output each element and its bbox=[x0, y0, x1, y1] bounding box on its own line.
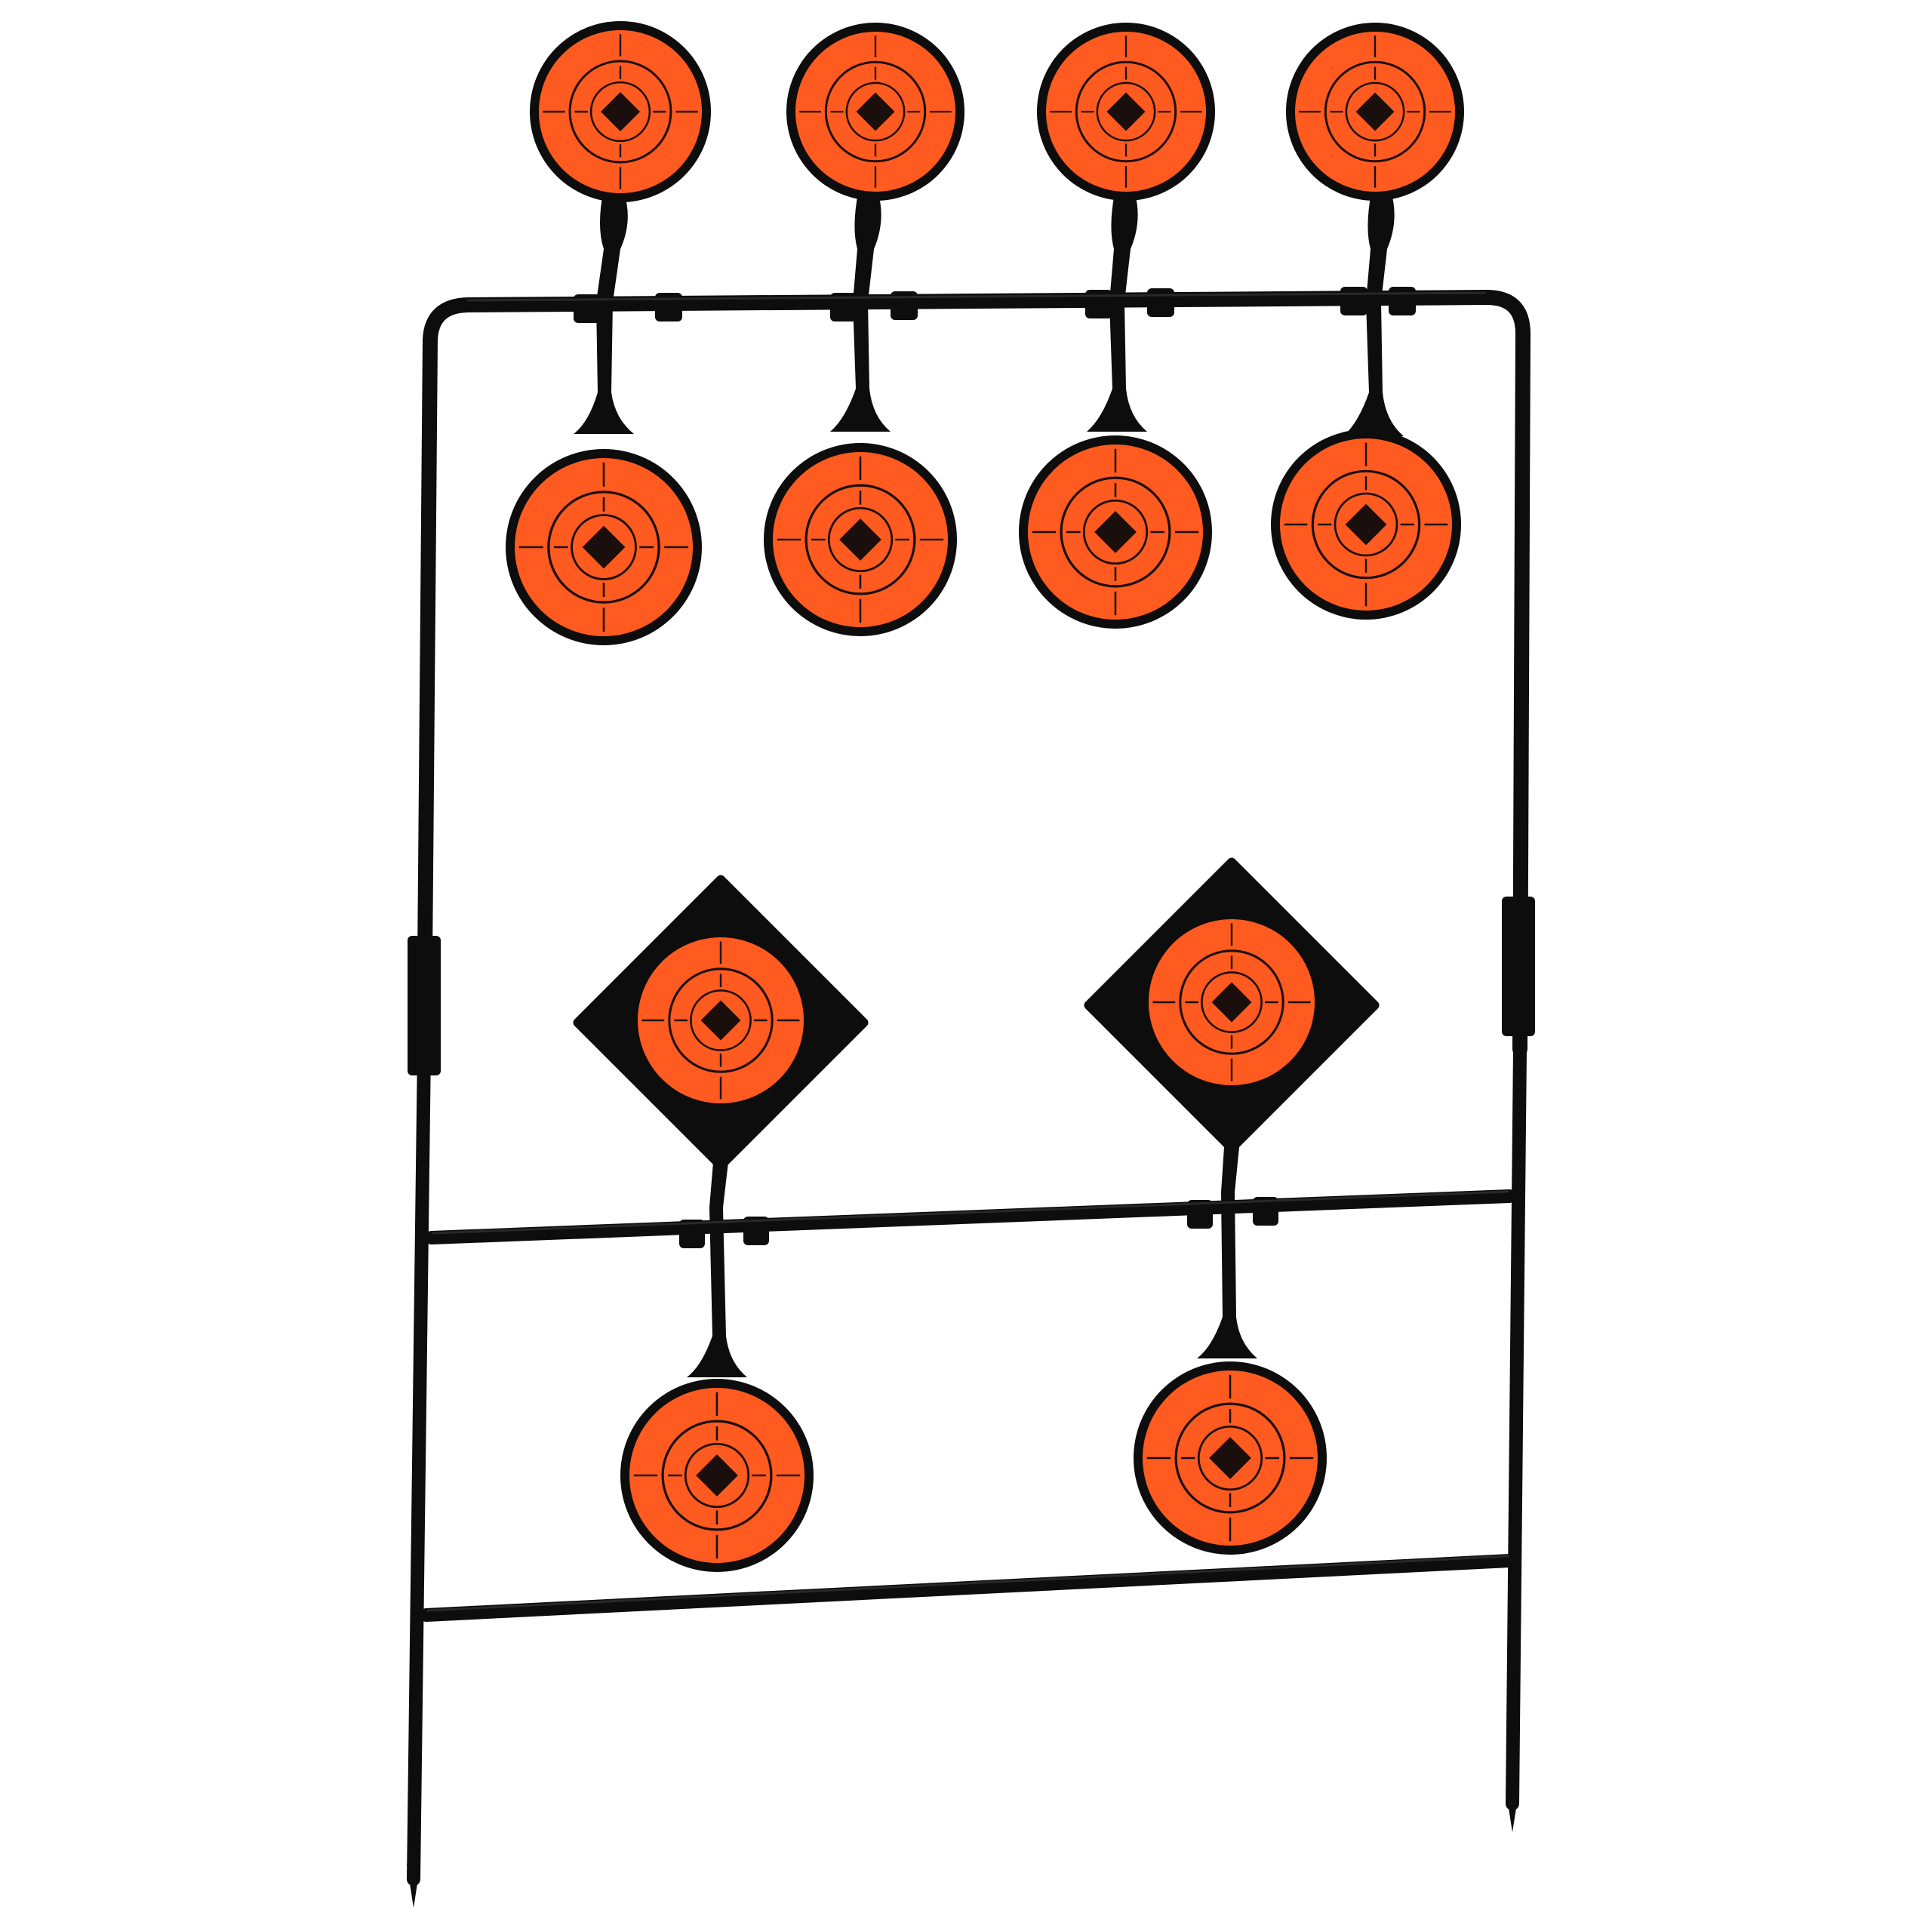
stand-frame bbox=[407, 290, 1531, 1886]
right-leg-sleeve bbox=[1502, 897, 1535, 1036]
middle-bar-bushings bbox=[679, 1197, 1278, 1248]
right-spike bbox=[1506, 1789, 1519, 1832]
left-leg bbox=[407, 1042, 431, 1886]
spinner-stem bbox=[1197, 1094, 1257, 1358]
top-spinner-2 bbox=[764, 23, 964, 636]
right-leg bbox=[1506, 1042, 1527, 1810]
middle-crossbar bbox=[425, 1189, 1516, 1244]
bottom-crossbar bbox=[420, 1554, 1516, 1622]
left-leg-sleeve bbox=[408, 936, 441, 1075]
frame-highlights bbox=[426, 291, 1509, 1612]
bottom-spinner-left bbox=[573, 875, 869, 1572]
spinner-stem bbox=[1087, 189, 1147, 432]
top-spinner-1 bbox=[506, 21, 711, 645]
spinner-stem bbox=[1343, 189, 1404, 436]
spinner-stem bbox=[687, 1109, 747, 1377]
spinner-stem bbox=[574, 189, 634, 434]
bottom-spinner-right bbox=[1084, 857, 1380, 1555]
top-spinner-3 bbox=[1019, 23, 1215, 629]
spinner-stem bbox=[830, 189, 891, 432]
left-spike bbox=[407, 1864, 420, 1908]
top-spinner-4 bbox=[1271, 23, 1464, 620]
frame-top-and-sides bbox=[417, 290, 1531, 1057]
